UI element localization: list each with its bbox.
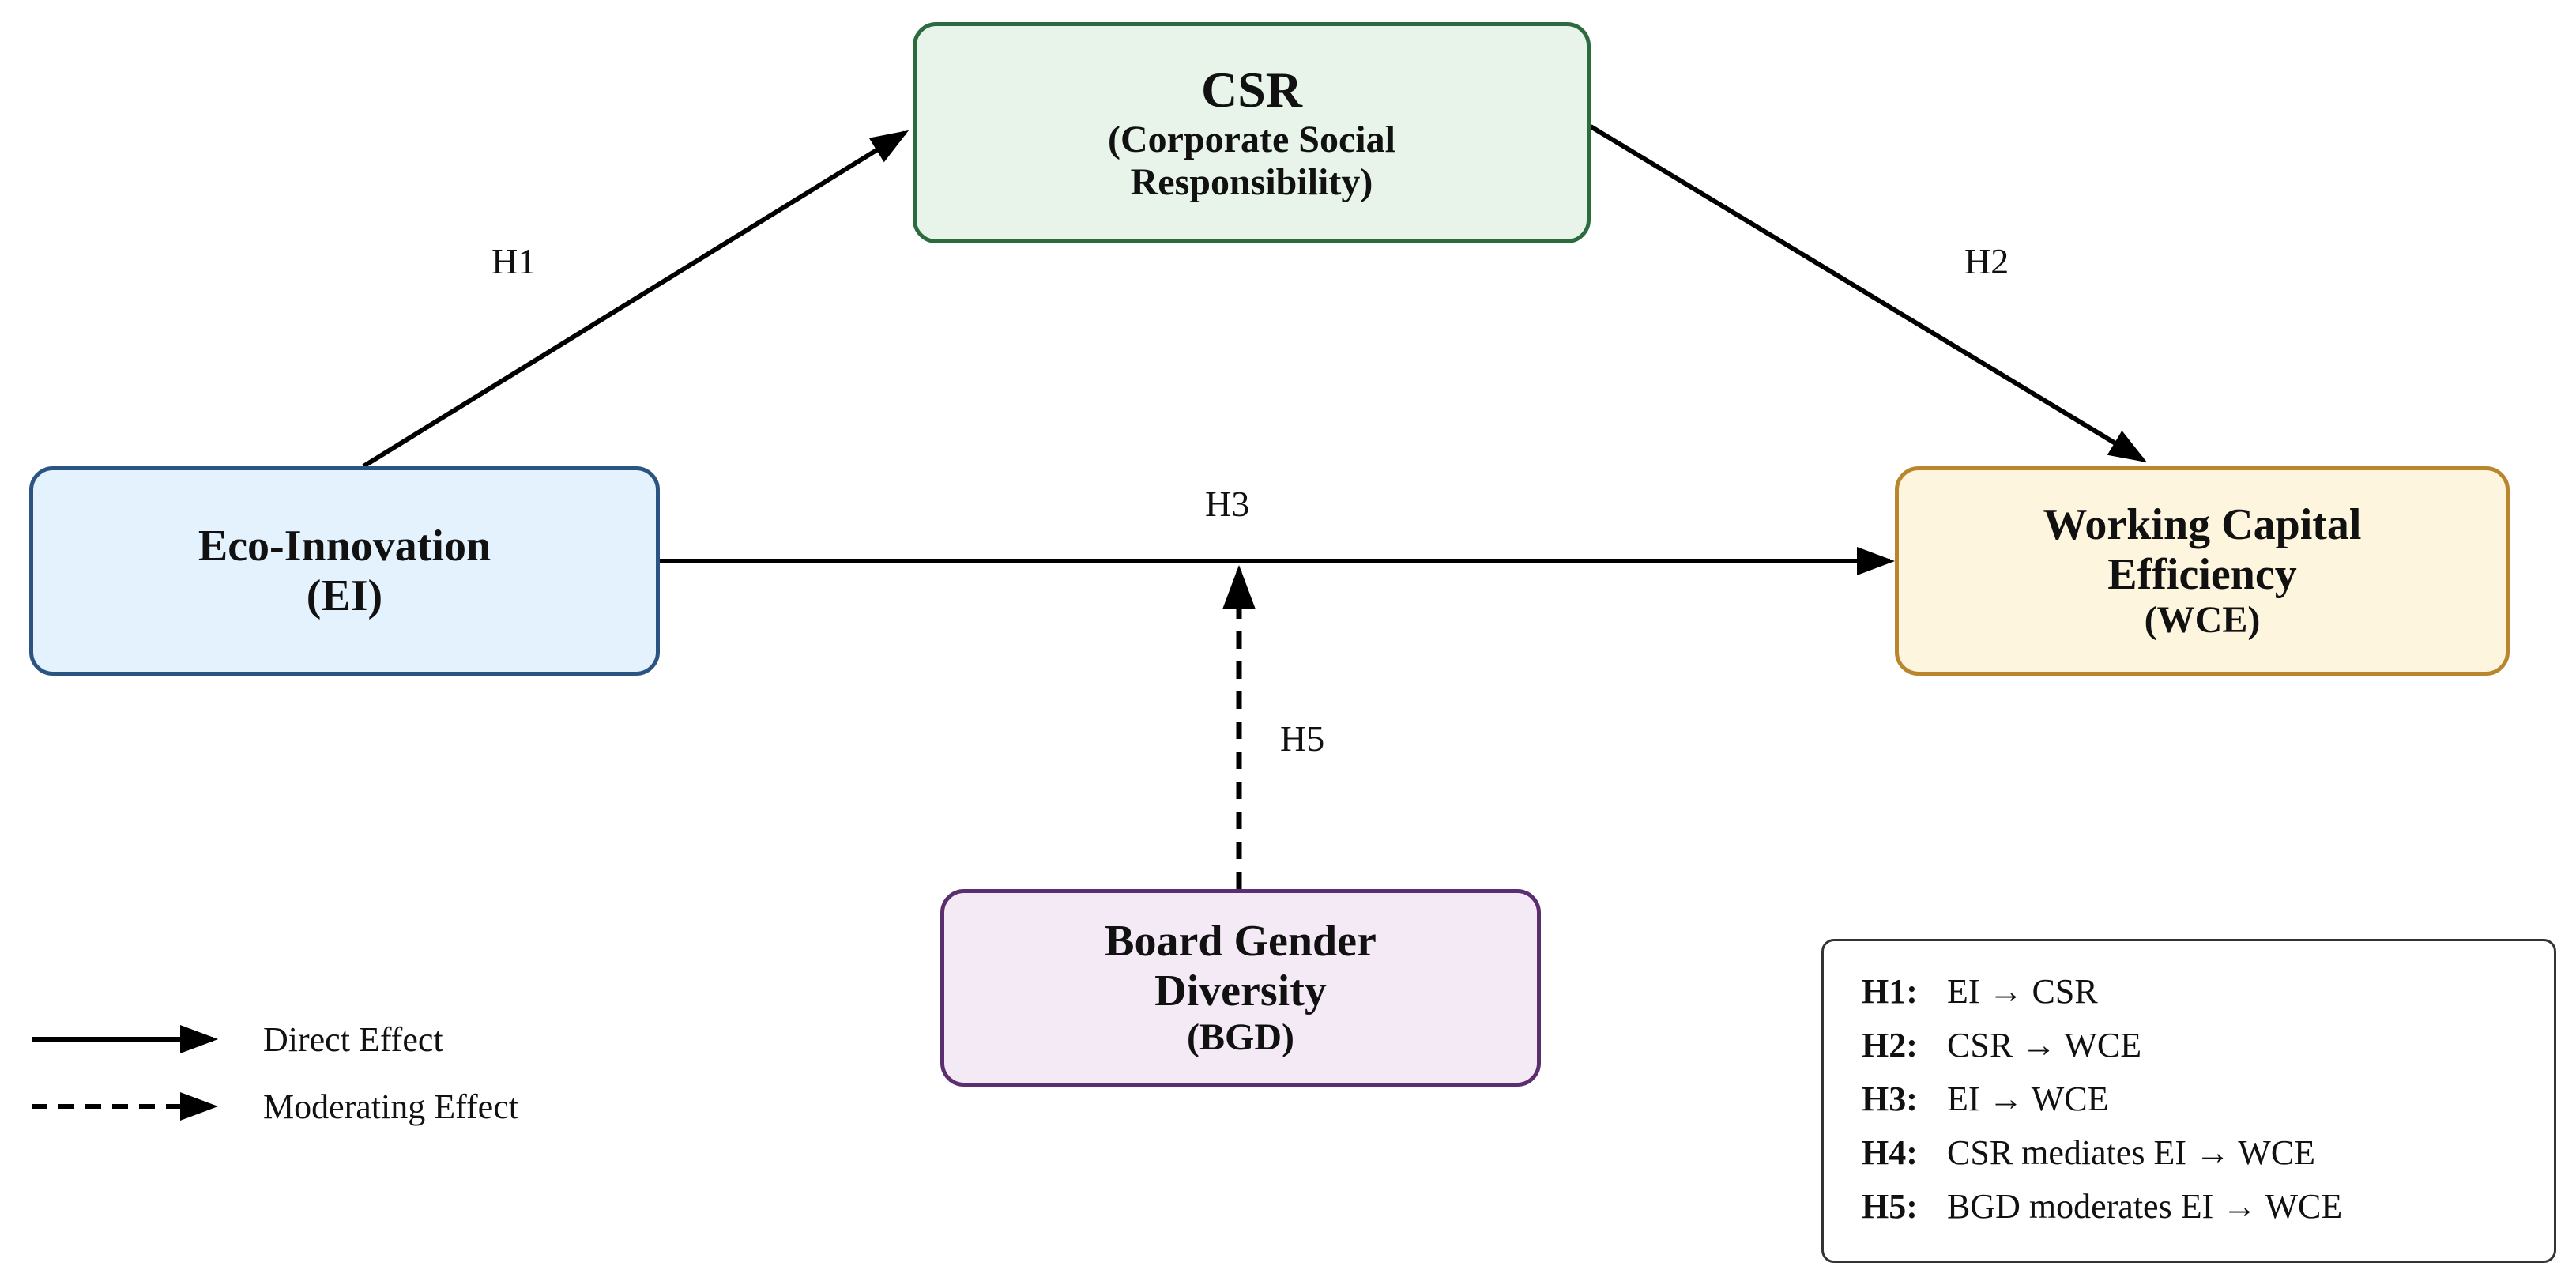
node-bgd-abbr: (BGD) (1187, 1016, 1294, 1058)
hypothesis-text: CSR → WCE (1947, 1026, 2142, 1065)
hypothesis-id: H2: (1862, 1026, 1918, 1065)
node-ei: Eco-Innovation (EI) (29, 466, 660, 676)
hypothesis-row: H4: CSR mediates EI → WCE (1862, 1126, 2554, 1180)
node-wce: Working Capital Efficiency (WCE) (1895, 466, 2510, 676)
node-ei-title: Eco-Innovation (198, 521, 491, 571)
node-wce-title-line2: Efficiency (2107, 549, 2297, 599)
hypothesis-id: H3: (1862, 1080, 1918, 1118)
arrow-h1-ei-to-csr (362, 130, 910, 469)
hypothesis-text: EI → CSR (1947, 972, 2098, 1011)
hypothesis-text: EI → WCE (1947, 1080, 2109, 1118)
node-bgd-title-line2: Diversity (1154, 967, 1327, 1016)
hypothesis-id: H4: (1862, 1133, 1918, 1172)
hypothesis-id: H1: (1862, 972, 1918, 1011)
hypothesis-row: H3: EI → WCE (1862, 1072, 2554, 1126)
node-csr-title: CSR (1200, 62, 1303, 119)
hypothesis-row: H2: CSR → WCE (1862, 1019, 2554, 1072)
edge-label-h3: H3 (1205, 484, 1250, 524)
node-csr-subtitle-line2: Responsibility) (1130, 160, 1373, 203)
edge-label-h1: H1 (491, 241, 537, 281)
hypothesis-text: CSR mediates EI → WCE (1947, 1133, 2316, 1172)
node-csr-subtitle-line1: (Corporate Social (1108, 119, 1395, 161)
node-ei-abbr: (EI) (306, 571, 383, 620)
edge-label-h2: H2 (1964, 241, 2009, 281)
hypothesis-text: BGD moderates EI → WCE (1947, 1187, 2343, 1226)
legend-direct-label: Direct Effect (263, 1020, 443, 1059)
node-bgd: Board Gender Diversity (BGD) (940, 889, 1541, 1087)
hypotheses-box: H1: EI → CSR H2: CSR → WCE H3: EI → WCE H4:… (1821, 939, 2556, 1263)
legend-moderating-label: Moderating Effect (263, 1087, 518, 1126)
node-csr: CSR (Corporate Social Responsibility) (913, 22, 1591, 243)
hypothesis-row: H5: BGD moderates EI → WCE (1862, 1180, 2554, 1234)
node-wce-abbr: (WCE) (2144, 599, 2261, 642)
hypothesis-id: H5: (1862, 1187, 1918, 1226)
arrow-h2-csr-to-wce (1589, 124, 2148, 463)
hypothesis-row: H1: EI → CSR (1862, 965, 2554, 1019)
node-wce-title-line1: Working Capital (2043, 499, 2362, 549)
node-bgd-title-line1: Board Gender (1105, 917, 1377, 967)
edge-label-h5: H5 (1280, 718, 1325, 759)
